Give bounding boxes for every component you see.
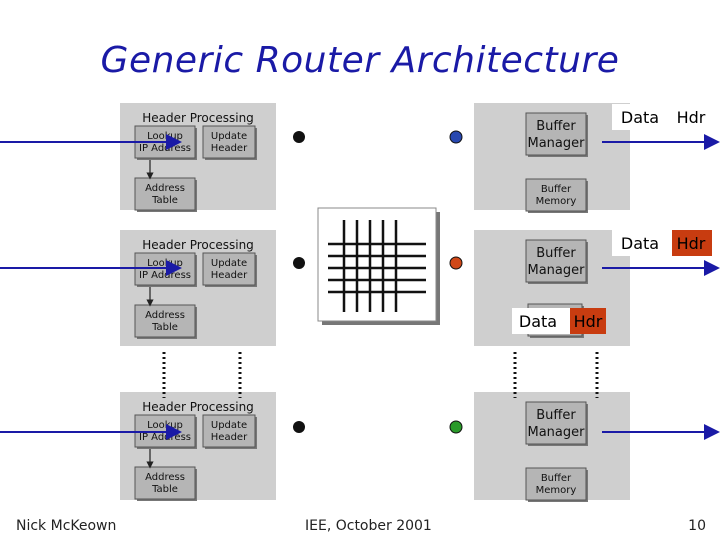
ip-address-label: IP Address: [139, 143, 191, 154]
header-label: Header: [211, 432, 248, 443]
update-box: [202, 252, 256, 286]
switch-input-dot: [293, 257, 305, 269]
header-processing-label: Header Processing: [142, 111, 254, 125]
buffer-label: Buffer: [536, 119, 576, 134]
address-label: Address: [145, 183, 185, 194]
update-label: Update: [211, 420, 247, 431]
lookup-label: Lookup: [147, 420, 183, 431]
memory-label: Memory: [536, 485, 577, 496]
lookup-box: [134, 125, 196, 159]
header-processing-label: Header Processing: [142, 238, 254, 252]
buffer-label: Buffer: [536, 408, 576, 423]
slide-title: Generic Router Architecture: [100, 40, 620, 81]
manager-label: Manager: [528, 136, 586, 151]
switch-output-dot: [449, 130, 463, 144]
footer-venue: IEE, October 2001: [305, 518, 432, 534]
lookup-label: Lookup: [147, 131, 183, 142]
switch-output-dot: [449, 256, 463, 270]
address-table-box: [134, 304, 196, 338]
manager-label: Manager: [528, 263, 586, 278]
header-processing-label: Header Processing: [142, 400, 254, 414]
fabric-box: [317, 207, 437, 322]
table-label: Table: [151, 484, 178, 495]
switch-input-dot: [293, 131, 305, 143]
header-label: Header: [211, 143, 248, 154]
packet-data-label: Data: [621, 234, 659, 253]
ip-address-label: IP Address: [139, 270, 191, 281]
table-label: Table: [151, 195, 178, 206]
update-label: Update: [211, 258, 247, 269]
buffered-packet-hdr-label: Hdr: [574, 312, 603, 331]
switch-fabric: [317, 207, 440, 325]
table-label: Table: [151, 322, 178, 333]
footer-page-number: 10: [688, 518, 706, 534]
buffered-packet-data: [512, 308, 570, 334]
address-label: Address: [145, 472, 185, 483]
ip-address-label: IP Address: [139, 432, 191, 443]
update-label: Update: [211, 131, 247, 142]
buffer-memory-label: Buffer: [541, 473, 572, 484]
address-label: Address: [145, 310, 185, 321]
update-box: [202, 414, 256, 448]
header-label: Header: [211, 270, 248, 281]
packet-hdr-label: Hdr: [677, 108, 706, 127]
update-box: [202, 125, 256, 159]
buffer-memory-label: Buffer: [541, 184, 572, 195]
switch-output-dot: [449, 420, 463, 434]
packet-data-cell: [612, 230, 672, 256]
switch-input-dot: [293, 421, 305, 433]
buffer-manager-box: [525, 239, 587, 283]
address-table-box: [134, 177, 196, 211]
buffer-label: Buffer: [536, 246, 576, 261]
buffered-packet-data-label: Data: [519, 312, 557, 331]
memory-label: Memory: [536, 196, 577, 207]
packet-data-label: Data: [621, 108, 659, 127]
buffer-manager-box: [525, 401, 587, 445]
packet-hdr-cell: [672, 230, 712, 256]
packet-hdr-label: Hdr: [677, 234, 706, 253]
address-table-box: [134, 466, 196, 500]
footer-author: Nick McKeown: [16, 518, 117, 534]
packet-hdr-cell: [672, 104, 712, 130]
buffered-packet-hdr: [570, 308, 606, 334]
packet-data-cell: [612, 104, 672, 130]
buffer-memory-box: [525, 467, 587, 501]
buffer-manager-box: [525, 112, 587, 156]
lookup-label: Lookup: [147, 258, 183, 269]
buffer-memory-box: [525, 178, 587, 212]
manager-label: Manager: [528, 425, 586, 440]
